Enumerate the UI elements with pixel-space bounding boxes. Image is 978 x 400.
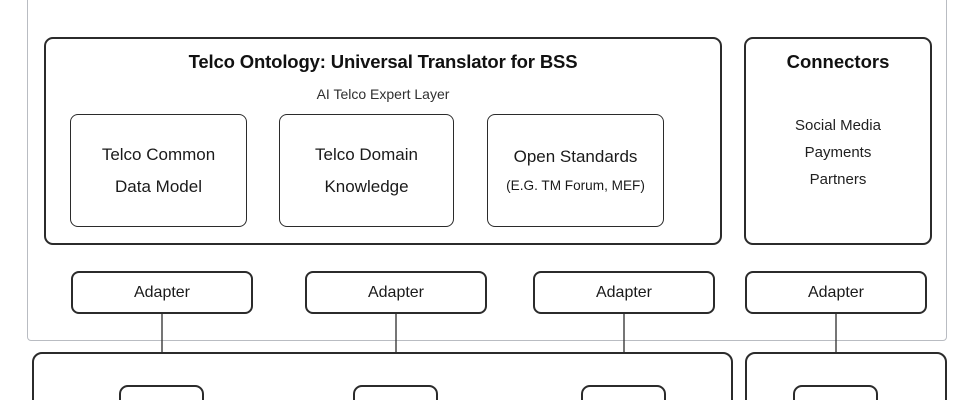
pillar-telco-domain-knowledge[interactable]: Telco Domain Knowledge	[279, 114, 454, 227]
lower-layer-node-4-clipped[interactable]	[793, 385, 878, 400]
connectors-list: Social Media Payments Partners	[746, 112, 930, 193]
lower-layer-node-3-clipped[interactable]	[581, 385, 666, 400]
adapter-box-3[interactable]: Adapter	[533, 271, 715, 314]
connectors-item-social-media: Social Media	[795, 117, 881, 134]
adapter-box-4[interactable]: Adapter	[745, 271, 927, 314]
adapter-box-1[interactable]: Adapter	[71, 271, 253, 314]
pillar-label-line2: (E.G. TM Forum, MEF)	[506, 177, 645, 193]
pillar-label-line1: Telco Domain	[315, 144, 418, 164]
connectors-item-partners: Partners	[809, 171, 867, 188]
ontology-panel-title: Telco Ontology: Universal Translator for…	[188, 51, 578, 72]
lower-layer-node-2-clipped[interactable]	[353, 385, 438, 400]
lower-layer-node-1-clipped[interactable]	[119, 385, 204, 400]
telco-ontology-panel: Telco Ontology: Universal Translator for…	[44, 37, 722, 245]
connectors-panel-title: Connectors	[786, 51, 890, 72]
ontology-panel-subtitle: AI Telco Expert Layer	[316, 86, 450, 102]
adapter-box-2[interactable]: Adapter	[305, 271, 487, 314]
pillar-label-line2: Knowledge	[324, 176, 409, 196]
pillar-label-line1: Telco Common	[101, 144, 216, 164]
connectors-item-payments: Payments	[804, 144, 872, 161]
pillar-label-line2: Data Model	[115, 176, 202, 196]
pillar-telco-common-data-model[interactable]: Telco Common Data Model	[70, 114, 247, 227]
pillar-open-standards[interactable]: Open Standards (E.G. TM Forum, MEF)	[487, 114, 664, 227]
connectors-panel: Connectors Social Media Payments Partner…	[744, 37, 932, 245]
pillar-label-line1: Open Standards	[513, 146, 638, 166]
